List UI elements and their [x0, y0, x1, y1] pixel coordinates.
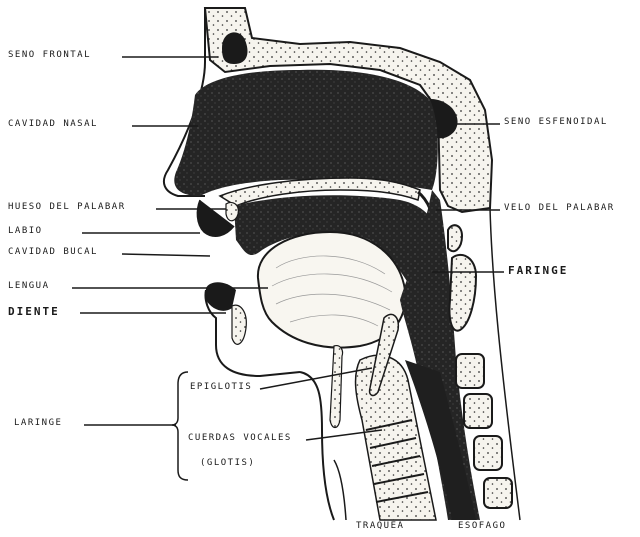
label-traquea: TRAQUEA: [356, 521, 404, 531]
label-hueso-palabar: HUESO DEL PALABAR: [8, 202, 126, 212]
label-esofago: ESOFAGO: [458, 521, 506, 531]
label-laringe: LARINGE: [14, 418, 62, 428]
label-epiglotis: EPIGLOTIS: [190, 382, 252, 392]
label-seno-frontal: SENO FRONTAL: [8, 50, 91, 60]
label-cavidad-nasal: CAVIDAD NASAL: [8, 119, 98, 129]
neck-outline: [300, 372, 334, 520]
label-velo-palabar: VELO DEL PALABAR: [504, 203, 615, 213]
nasal-cavity: [174, 70, 438, 196]
label-diente: DIENTE: [8, 305, 60, 318]
lower-tooth: [232, 305, 246, 344]
label-cavidad-bucal: CAVIDAD BUCAL: [8, 247, 98, 257]
spine-outline: [490, 208, 520, 520]
upper-tooth: [226, 202, 238, 220]
label-glotis: (GLOTIS): [200, 458, 255, 468]
label-faringe: FARINGE: [508, 264, 568, 277]
hyoid-strip: [330, 346, 343, 428]
label-lengua: LENGUA: [8, 281, 50, 291]
label-cuerdas-vocales: CUERDAS VOCALES: [188, 433, 292, 443]
label-seno-esfenoidal: SENO ESFENOIDAL: [504, 117, 608, 127]
label-labio: LABIO: [8, 226, 43, 236]
neck-cartilage: [334, 460, 346, 520]
